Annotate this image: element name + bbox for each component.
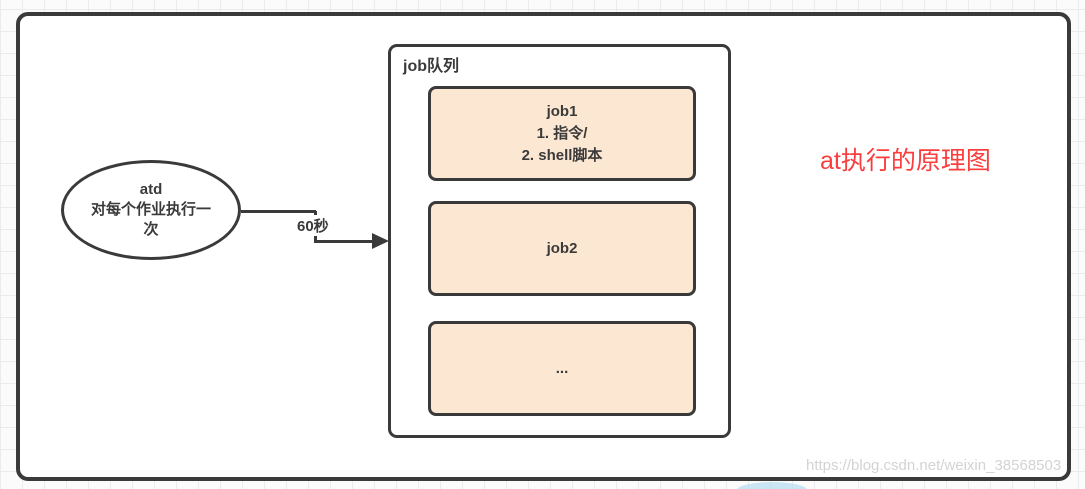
arrowhead-icon [372,233,389,249]
job-ellipsis-line1: ... [555,359,569,377]
job-ellipsis-node: ... [428,321,696,416]
atd-ellipse-line1: atd [139,181,163,198]
atd-ellipse-line3: 次 [143,221,159,238]
connector-segment-horizontal-2 [314,240,374,243]
connector-segment-horizontal-1 [241,210,316,213]
atd-ellipse-node: atd 对每个作业执行一 次 [61,160,241,260]
job2-node: job2 [428,201,696,296]
connector-label-60s: 60秒 [294,215,332,236]
diagram-title-annotation: at执行的原理图 [820,147,991,175]
job2-line1: job2 [546,239,578,257]
csdn-watermark-url: https://blog.csdn.net/weixin_38568503 [806,457,1062,474]
csdn-logo-blob [737,482,807,489]
job1-line2: 1. 指令/ [536,124,588,142]
job1-node: job1 1. 指令/ 2. shell脚本 [428,86,696,181]
atd-ellipse-line2: 对每个作业执行一 [90,201,211,218]
job-queue-container: job队列 job1 1. 指令/ 2. shell脚本 job2 ... [388,44,731,438]
job-queue-title: job队列 [403,58,459,75]
job1-line3: 2. shell脚本 [521,146,603,164]
job1-line1: job1 [546,102,578,120]
